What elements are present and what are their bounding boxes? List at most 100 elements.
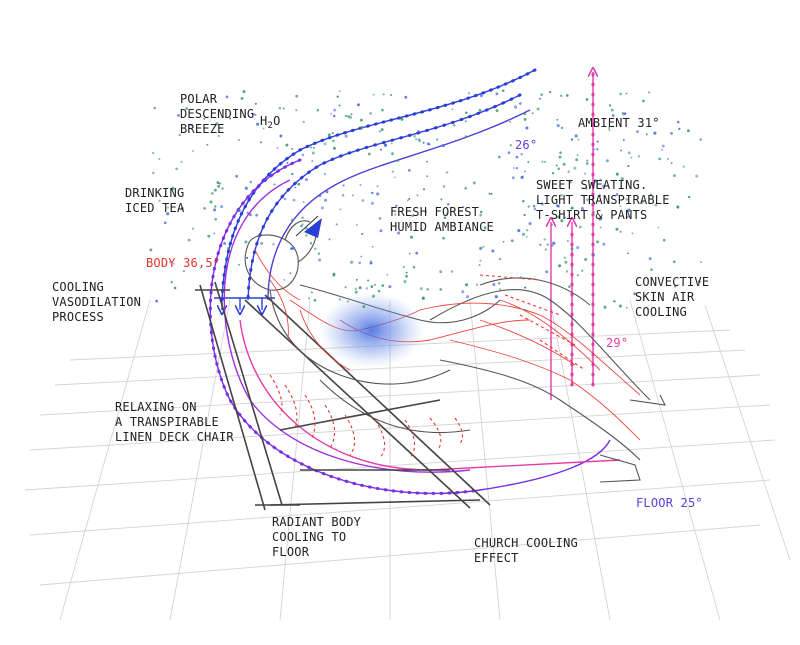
humidity-dot (397, 231, 401, 235)
humidity-dot (381, 108, 384, 112)
humidity-dot (428, 143, 431, 146)
humidity-particles (149, 89, 703, 311)
humidity-dot (607, 184, 609, 187)
humidity-dot (518, 102, 522, 105)
humidity-dot (367, 279, 370, 282)
humidity-dot (511, 176, 515, 180)
humidity-dot (560, 219, 564, 223)
humidity-dot (570, 247, 574, 251)
humidity-dot (297, 182, 301, 186)
humidity-dot (295, 109, 298, 112)
humidity-dot (328, 238, 331, 241)
iced-tea-glass-icon (295, 215, 322, 238)
humidity-dot (546, 243, 549, 246)
humidity-dot (272, 208, 275, 211)
humidity-dot (649, 193, 653, 196)
humidity-dot (678, 127, 681, 131)
humidity-dot (483, 226, 487, 229)
humidity-dot (531, 112, 534, 115)
humidity-dot (391, 152, 394, 156)
humidity-dot (276, 147, 279, 149)
humidity-dot (576, 154, 579, 157)
humidity-dot (637, 155, 641, 158)
humidity-dot (394, 176, 396, 179)
humidity-dot (464, 135, 467, 138)
humidity-dot (627, 151, 631, 155)
humidity-dot (539, 243, 542, 246)
humidity-dot (622, 112, 625, 116)
humidity-dot (442, 236, 445, 240)
humidity-dot (625, 198, 629, 201)
humidity-dot (527, 161, 530, 163)
humidity-dot (578, 225, 582, 229)
humidity-dot (289, 272, 292, 275)
humidity-dot (206, 143, 209, 146)
humidity-dot (180, 207, 184, 211)
humidity-dot (573, 166, 577, 170)
humidity-dot (339, 208, 342, 211)
humidity-dot (422, 141, 425, 144)
humidity-dot (599, 178, 602, 182)
humidity-dot (259, 141, 263, 144)
humidity-dot (360, 255, 363, 258)
humidity-dot (472, 181, 476, 185)
humidity-dot (682, 165, 685, 168)
cooling-spot (320, 292, 424, 368)
humidity-dot (215, 285, 218, 288)
humidity-dot (550, 223, 553, 226)
humidity-dot (420, 227, 422, 230)
humidity-dot (612, 300, 615, 303)
humidity-dot (688, 195, 691, 199)
humidity-dot (310, 146, 312, 149)
humidity-dot (608, 129, 611, 131)
humidity-dot (498, 282, 501, 285)
humidity-dot (360, 118, 363, 122)
humidity-dot (565, 270, 569, 273)
vein-network (254, 249, 641, 441)
humidity-dot (650, 268, 653, 272)
humidity-dot (454, 139, 457, 142)
humidity-dot (596, 140, 599, 143)
humidity-dot (214, 205, 217, 208)
humidity-dot (662, 238, 666, 242)
humidity-dot (544, 160, 546, 163)
humidity-dot (344, 286, 347, 289)
humidity-dot (225, 95, 229, 99)
humidity-dot (167, 206, 170, 209)
humidity-dot (642, 99, 645, 103)
humidity-dot (394, 204, 398, 208)
humidity-dot (283, 197, 287, 201)
humidity-dot (615, 227, 619, 231)
humidity-dot (367, 152, 371, 156)
humidity-dot (436, 138, 439, 141)
humidity-dot (640, 200, 644, 204)
humidity-dot (564, 260, 568, 264)
humidity-dot (388, 285, 392, 289)
humidity-dot (443, 216, 447, 219)
humidity-dot (300, 224, 303, 228)
humidity-dot (479, 246, 483, 250)
humidity-dot (380, 128, 384, 132)
humidity-dot (596, 240, 600, 244)
humidity-dot (565, 94, 569, 97)
humidity-dot (490, 192, 493, 195)
h2o-sub: 2 (267, 121, 274, 131)
humidity-dot (333, 108, 337, 112)
humidity-dot (627, 252, 630, 255)
humidity-dot (400, 117, 404, 121)
humidity-dot (314, 247, 317, 250)
humidity-dot (338, 90, 341, 92)
humidity-dot (570, 206, 574, 210)
humidity-dot (461, 290, 465, 294)
humidity-dot (332, 273, 336, 277)
humidity-dot (341, 193, 345, 197)
humidity-dot (155, 299, 159, 303)
humidity-dot (225, 258, 228, 261)
humidity-dot (207, 234, 211, 238)
humidity-dot (445, 171, 449, 174)
humidity-dot (520, 176, 524, 179)
humidity-dot (599, 226, 602, 229)
humidity-dot (213, 208, 217, 212)
humidity-dot (153, 106, 156, 110)
